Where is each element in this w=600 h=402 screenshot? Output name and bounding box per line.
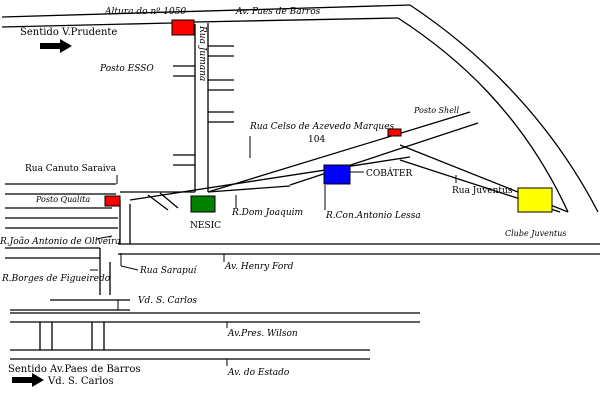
canuto-label: Rua Canuto Saraiva — [25, 164, 117, 174]
street-left-grid — [5, 183, 131, 295]
joao-antonio-label: R.João Antonio de Oliveira — [0, 236, 121, 247]
street-pres-wilson — [10, 312, 420, 350]
posto-esso-label: Posto ESSO — [99, 64, 154, 74]
posto-shell-label: Posto Shell — [413, 106, 459, 115]
street-do-estado — [10, 349, 370, 360]
street-henry-ford — [118, 243, 600, 255]
paes-barros-number-label: Altura do nº 1050 — [104, 7, 186, 17]
cobater-label: COBÁTER — [366, 167, 412, 179]
henry-ford-label: Av. Henry Ford — [224, 262, 294, 272]
cobater-marker — [323, 164, 351, 185]
direction-paes-line1-label: Sentido Av.Paes de Barros — [8, 364, 140, 375]
direction-paes-line2-label: Vd. S. Carlos — [47, 376, 114, 387]
posto-esso-marker — [171, 19, 195, 36]
clube-juventus-label: Clube Juventus — [505, 229, 566, 238]
label-leaders — [90, 136, 457, 366]
vd-carlos-label: Vd. S. Carlos — [138, 296, 197, 306]
street-paes-de-barros — [1, 4, 599, 213]
street-celso-azevedo — [207, 111, 479, 193]
celso-number-label: 104 — [308, 135, 325, 145]
celso-label: Rua Celso de Azevedo Marques — [249, 122, 395, 132]
arrow-right-icon — [12, 373, 44, 387]
nesic-marker — [190, 195, 216, 213]
sarapui-label: Rua Sarapuí — [139, 265, 198, 276]
posto-shell-marker — [387, 128, 402, 137]
posto-qualita-marker — [104, 195, 121, 207]
street-dom-joaquim — [120, 156, 411, 211]
juventus-street-label: Rua Juventus — [452, 186, 513, 196]
pres-wilson-label: Av.Pres. Wilson — [227, 329, 298, 339]
nesic-label: NESIC — [190, 221, 221, 231]
con-antonio-label: R.Con.Antonio Lessa — [325, 211, 421, 221]
arrow-right-icon — [40, 39, 72, 53]
borges-label: R.Borges de Figueiredo — [1, 274, 111, 284]
do-estado-label: Av. do Estado — [227, 368, 290, 378]
paes-barros-label: Av. Paes de Barros — [235, 7, 321, 17]
clube-juventus-marker — [517, 187, 553, 213]
street-vd-carlos — [10, 299, 130, 311]
posto-qualita-label: Posto Qualita — [35, 195, 90, 204]
dom-joaquim-label: R.Dom Joaquim — [231, 208, 303, 218]
street-rua-jumana — [173, 23, 234, 192]
direction-prudente-label: Sentido V.Prudente — [20, 27, 117, 38]
jumana-label: Rua Jumana — [197, 25, 207, 81]
